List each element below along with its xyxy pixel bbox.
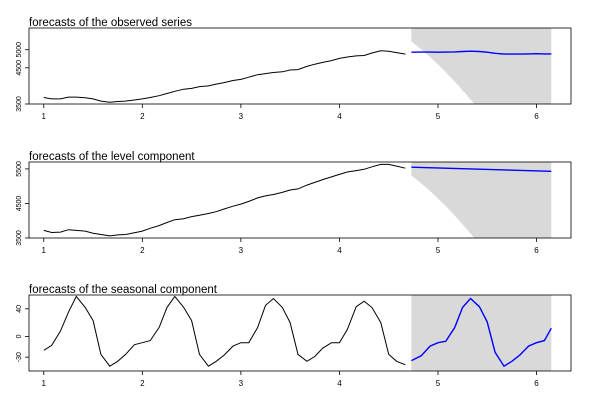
x-axis: 1 2 3 4 5 6 [42,371,539,388]
forecast-interval-band [411,162,552,238]
y-axis: 3500 4500 5500 [16,161,29,246]
x-tick-label: 2 [140,112,145,121]
panel-title: forecasts of the observed series [29,17,192,29]
x-tick-label: 5 [436,246,441,255]
forecast-band-area [411,162,552,238]
x-tick-label: 2 [140,379,145,388]
x-tick-label: 4 [337,379,342,388]
y-tick-label: -30 [16,352,23,362]
y-tick-label: 40 [16,305,23,313]
plot-frame [28,27,572,105]
forecast-series-line [411,50,552,55]
forecast-interval-band [411,28,552,104]
panel-title: forecasts of the level component [29,151,195,163]
x-tick-label: 6 [534,112,539,121]
forecast-interval-band [411,295,552,371]
x-tick-label: 5 [436,112,441,121]
plot-frame [28,294,572,372]
y-tick-label: 5500 [16,161,23,177]
x-tick-label: 3 [239,112,244,121]
x-axis: 1 2 3 4 5 6 [42,238,539,255]
x-axis: 1 2 3 4 5 6 [42,104,539,121]
series-layer [43,295,552,368]
y-axis: -30 0 40 [16,305,29,362]
x-tick-label: 6 [534,379,539,388]
forecast-band-area [411,28,552,104]
y-tick-label: 3500 [16,230,23,246]
plot-frame [28,161,572,239]
forecast-band-area [411,295,552,371]
x-tick-label: 3 [239,246,244,255]
forecast-series-line [411,166,552,172]
x-tick-label: 6 [534,246,539,255]
x-tick-label: 1 [42,379,47,388]
y-tick-label: 3500 [16,96,23,112]
forecast-series-line [411,297,552,368]
observed-series-line [43,163,406,237]
x-tick-label: 1 [42,112,47,121]
y-tick-label: 5000 [16,42,23,58]
x-tick-label: 4 [337,246,342,255]
observed-series-line [43,50,406,103]
y-tick-label: 0 [16,334,23,338]
x-tick-label: 2 [140,246,145,255]
series-layer [43,50,552,103]
x-tick-label: 5 [436,379,441,388]
x-tick-label: 4 [337,112,342,121]
panel-title: forecasts of the seasonal component [29,284,218,296]
series-layer [43,163,552,237]
x-tick-label: 3 [239,379,244,388]
y-tick-label: 4500 [16,60,23,76]
x-tick-label: 1 [42,246,47,255]
y-axis: 3500 4500 5000 [16,42,29,112]
observed-series-line [43,295,406,367]
panel-seasonal-component: forecasts of the seasonal component 1 2 3 4… [16,284,572,388]
y-tick-label: 4500 [16,196,23,212]
